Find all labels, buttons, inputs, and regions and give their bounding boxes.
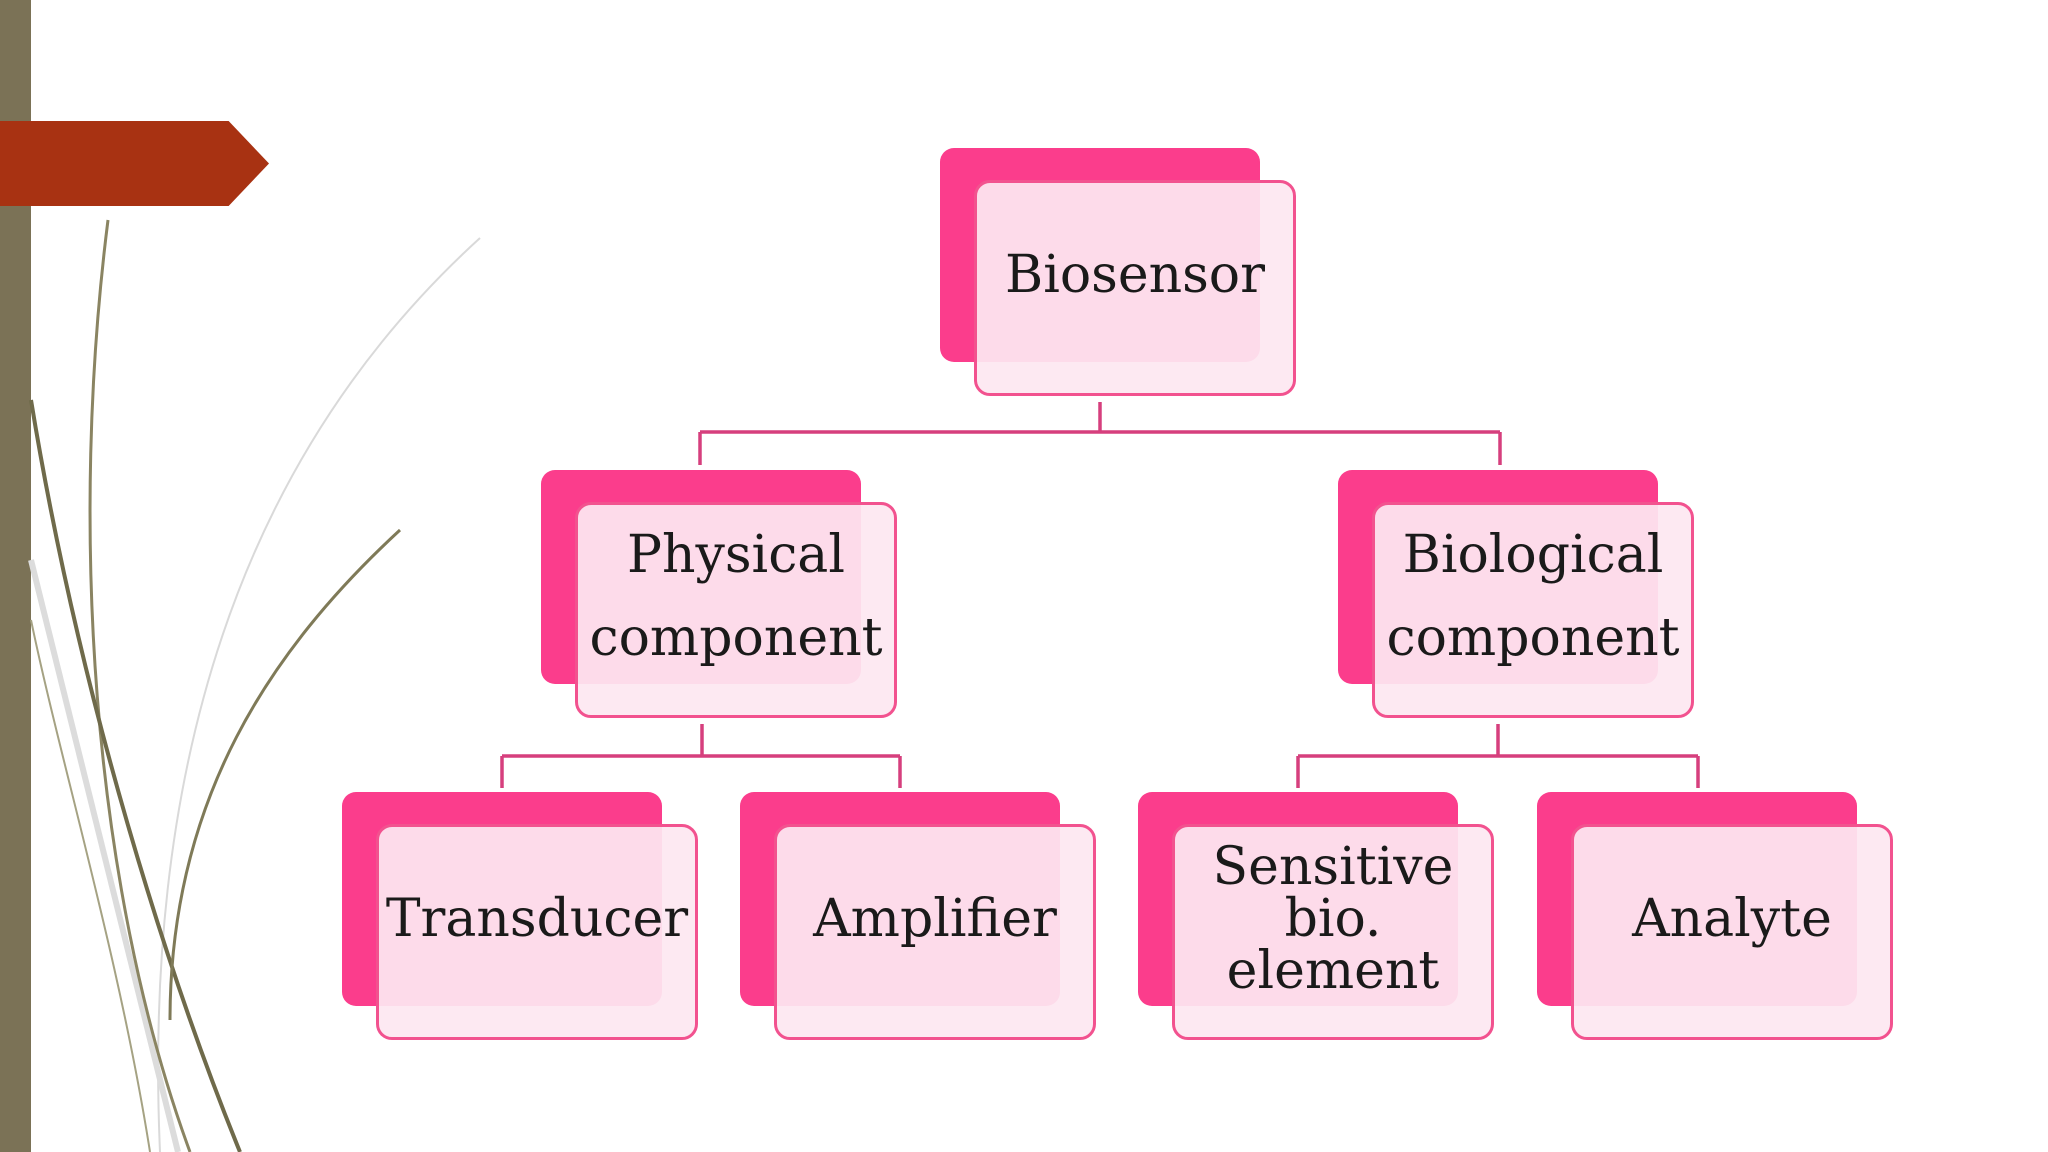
node-analyte: Analyte bbox=[1537, 792, 1897, 1044]
amplifier-text: Amplifier bbox=[813, 889, 1057, 949]
biological-line1: Biological bbox=[1402, 524, 1664, 585]
sensitive-line2: bio. element bbox=[1226, 889, 1440, 1001]
biological-line2: component bbox=[1386, 608, 1680, 668]
node-amplifier: Amplifier bbox=[740, 792, 1100, 1044]
node-physical-component: Physical component bbox=[541, 470, 901, 722]
node-card bbox=[1571, 824, 1893, 1040]
node-card bbox=[974, 180, 1296, 396]
analyte-text: Analyte bbox=[1632, 889, 1832, 949]
node-card bbox=[575, 502, 897, 718]
decorative-swooshes bbox=[28, 219, 481, 1152]
node-label: Transducer bbox=[376, 824, 698, 1014]
sensitive-line1: Sensitive bbox=[1212, 837, 1454, 897]
node-card bbox=[774, 824, 1096, 1040]
node-label: Biosensor bbox=[974, 180, 1296, 370]
node-transducer: Transducer bbox=[342, 792, 702, 1044]
node-label: Analyte bbox=[1571, 824, 1893, 1014]
node-sensitive-bio-element: Sensitive bio. element bbox=[1138, 792, 1498, 1044]
node-label: Amplifier bbox=[774, 824, 1096, 1014]
physical-line2: component bbox=[589, 608, 883, 668]
biosensor-text: Biosensor bbox=[1005, 245, 1265, 305]
physical-line1: Physical bbox=[627, 524, 845, 585]
slide-arrow-tab bbox=[0, 121, 269, 206]
node-label: Sensitive bio. element bbox=[1172, 824, 1494, 1014]
node-label: Physical component bbox=[575, 502, 897, 692]
node-card bbox=[1172, 824, 1494, 1040]
transducer-text: Transducer bbox=[385, 889, 689, 949]
node-card bbox=[376, 824, 698, 1040]
node-label: Biological component bbox=[1372, 502, 1694, 692]
node-biological-component: Biological component bbox=[1338, 470, 1698, 722]
node-card bbox=[1372, 502, 1694, 718]
node-biosensor: Biosensor bbox=[940, 148, 1300, 400]
